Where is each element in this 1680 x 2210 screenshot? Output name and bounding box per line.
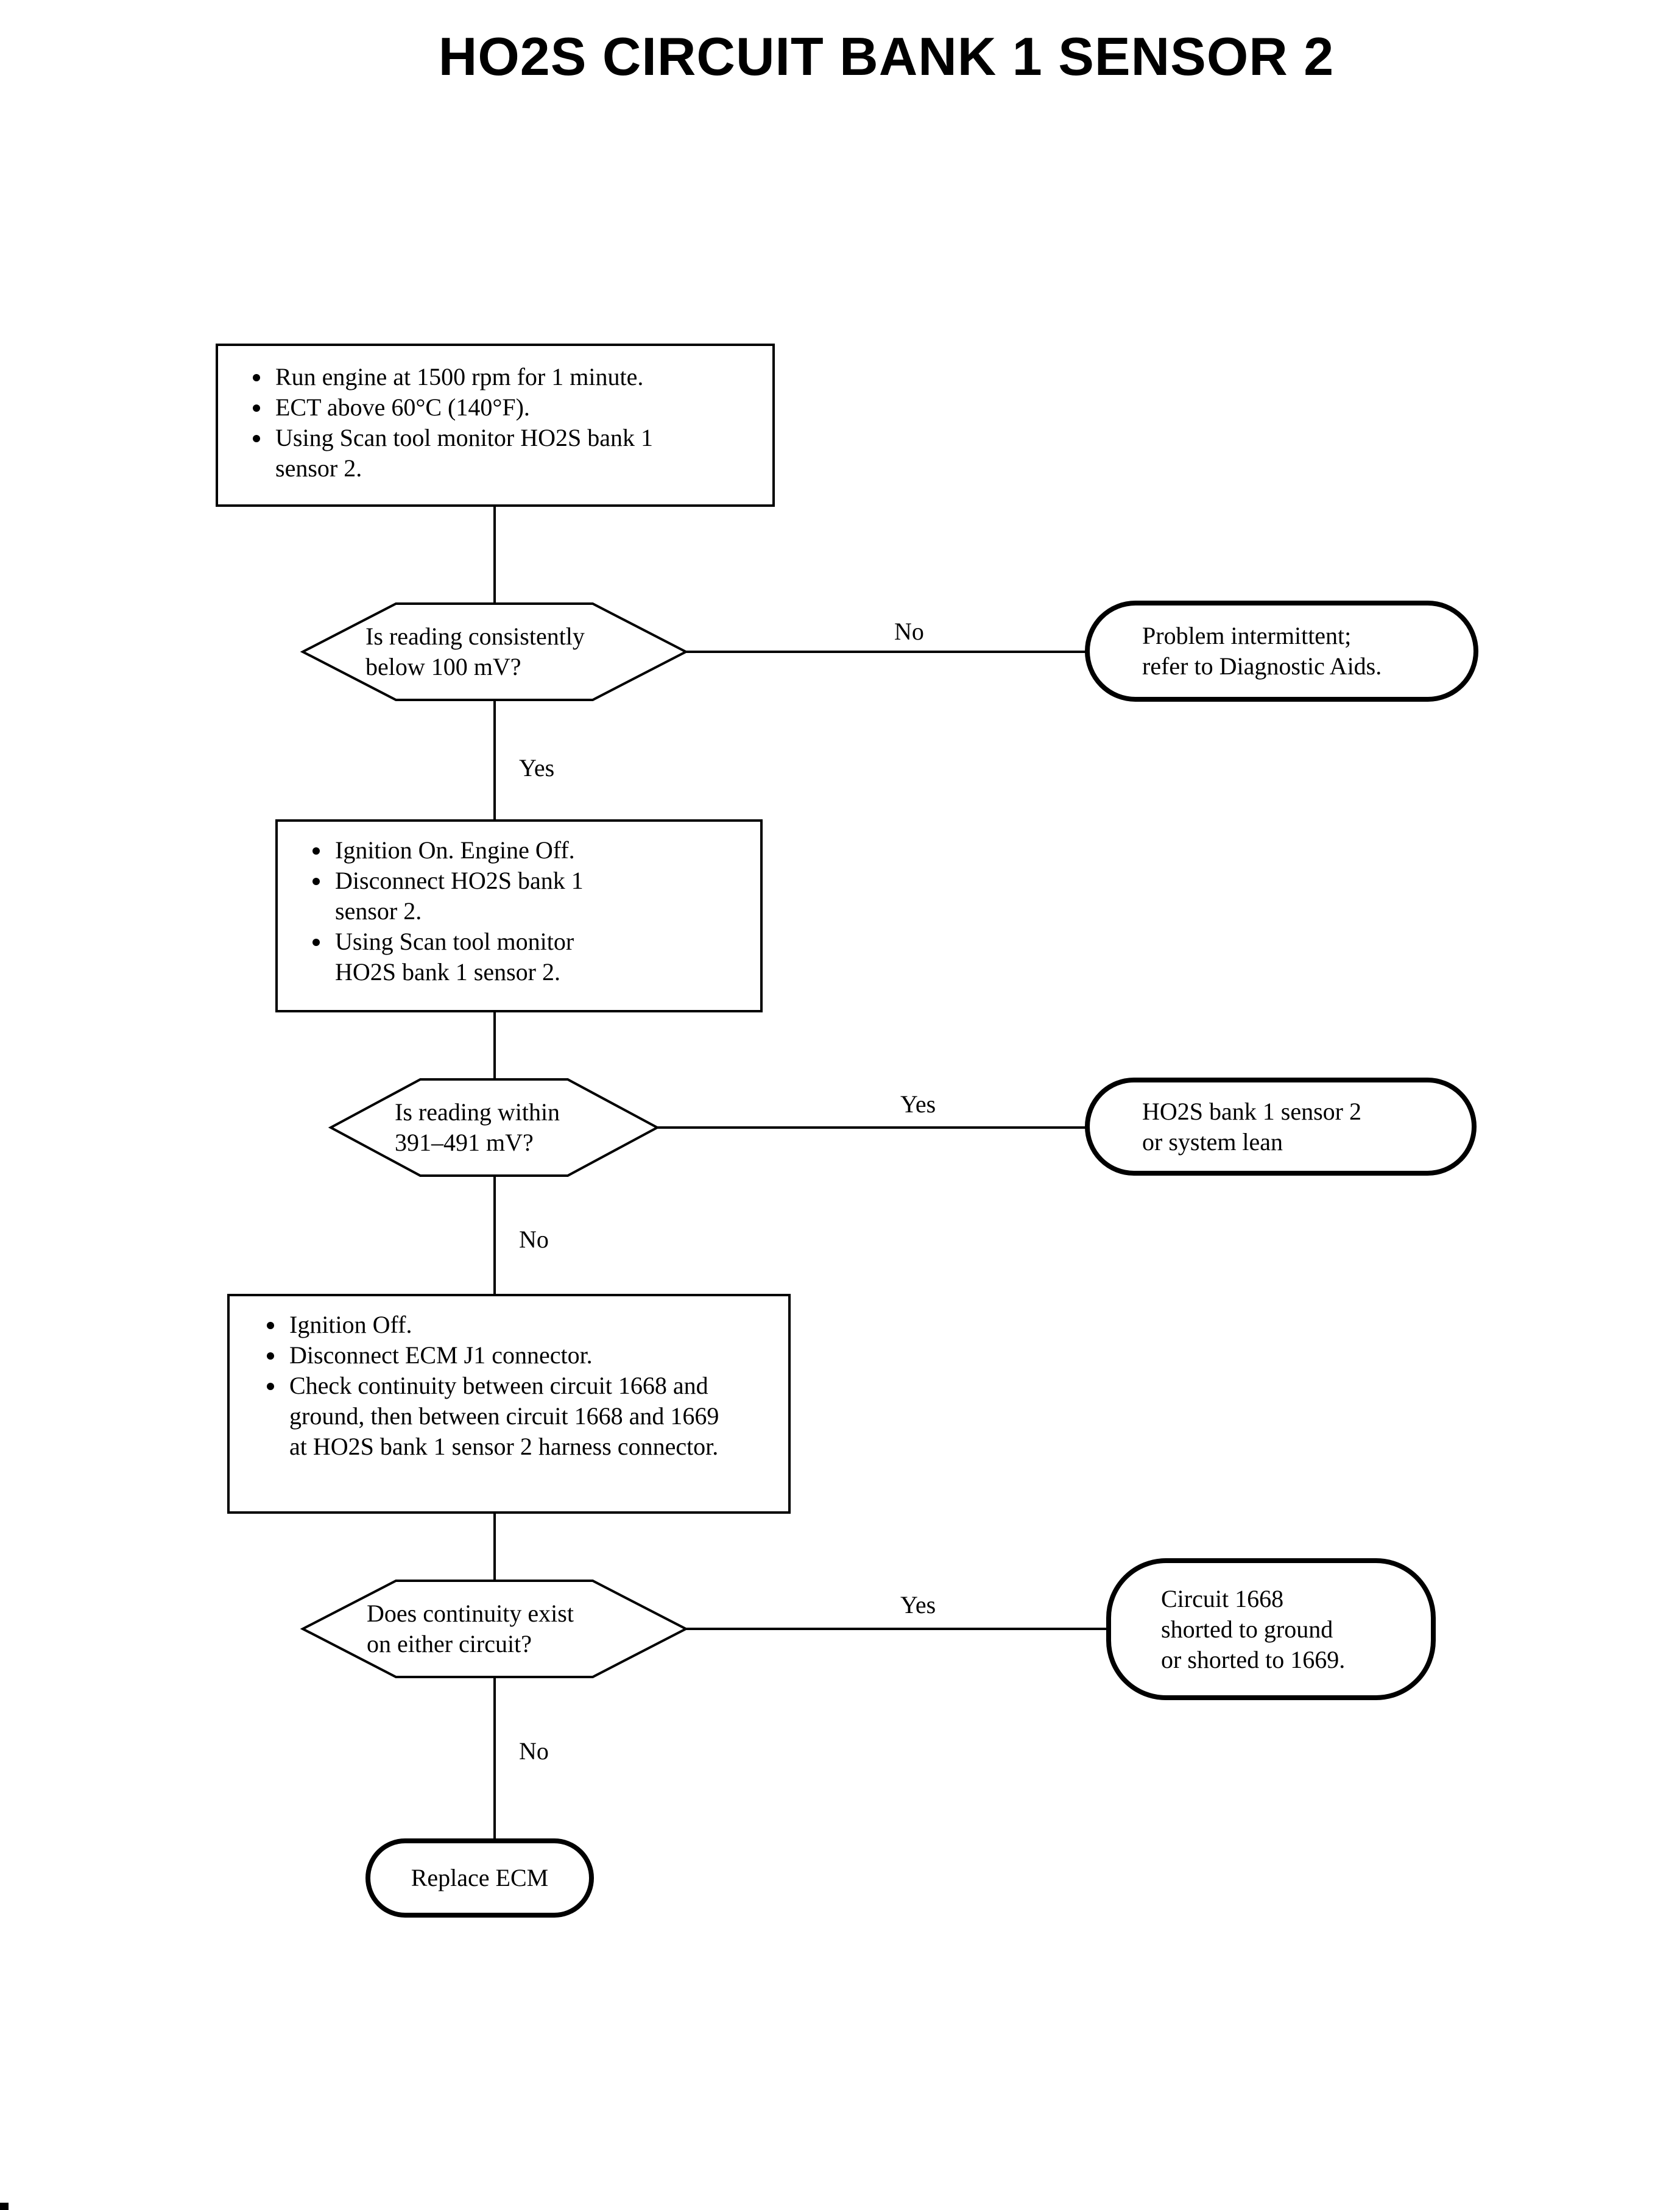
final-action-terminal: Replace ECM [365,1838,594,1918]
decision2-line: Is reading within [395,1098,560,1126]
page-corner-mark [0,2203,9,2210]
decision1-no-label: No [894,618,924,645]
result3-line: shorted to ground [1161,1615,1333,1643]
decision3-text: Does continuity exist on either circuit? [367,1581,647,1677]
step3-bullet: Disconnect ECM J1 connector. [286,1340,724,1371]
decision3-yes-label: Yes [900,1591,936,1619]
step1-box: Run engine at 1500 rpm for 1 minute. ECT… [216,344,775,507]
step3-box: Ignition Off. Disconnect ECM J1 connecto… [227,1294,791,1514]
step3-bullet-list: Ignition Off. Disconnect ECM J1 connecto… [230,1296,724,1462]
decision2-line: 391–491 mV? [395,1129,534,1156]
decision1-yes-label: Yes [519,754,555,782]
step1-bullet: Run engine at 1500 rpm for 1 minute. [272,362,692,392]
step2-bullet-list: Ignition On. Engine Off. Disconnect HO2S… [278,822,624,987]
result3-terminal: Circuit 1668 shorted to ground or shorte… [1106,1558,1436,1700]
decision1-text: Is reading consistently below 100 mV? [365,604,646,700]
step2-bullet: Disconnect HO2S bank 1 sensor 2. [331,866,624,927]
decision1-line: Is reading consistently [365,623,585,650]
decision2-hexagon [328,1078,660,1177]
decision3-hexagon [300,1580,689,1678]
final-action-label: Replace ECM [411,1864,549,1891]
step1-bullet-list: Run engine at 1500 rpm for 1 minute. ECT… [218,346,692,484]
decision2-yes-label: Yes [900,1090,936,1118]
step2-box: Ignition On. Engine Off. Disconnect HO2S… [275,819,763,1012]
step3-bullet: Ignition Off. [286,1310,724,1340]
step1-bullet: Using Scan tool monitor HO2S bank 1 sens… [272,423,692,484]
result1-line: Problem intermittent; [1142,622,1352,649]
decision3-line: Does continuity exist [367,1600,574,1627]
decision2-text: Is reading within 391–491 mV? [395,1079,638,1176]
step2-bullet: Using Scan tool monitor HO2S bank 1 sens… [331,927,624,987]
decision1-line: below 100 mV? [365,653,521,680]
result3-line: or shorted to 1669. [1161,1645,1346,1673]
step2-bullet: Ignition On. Engine Off. [331,835,624,866]
decision3-no-label: No [519,1737,549,1765]
decision1-hexagon [300,602,689,701]
result1-line: refer to Diagnostic Aids. [1142,652,1382,680]
result3-line: Circuit 1668 [1161,1584,1284,1612]
step1-bullet: ECT above 60°C (140°F). [272,392,692,423]
result1-terminal: Problem intermittent; refer to Diagnosti… [1085,601,1478,702]
decision3-line: on either circuit? [367,1630,532,1658]
step3-bullet: Check continuity between circuit 1668 an… [286,1371,724,1462]
result2-terminal: HO2S bank 1 sensor 2 or system lean [1085,1078,1477,1176]
result2-line: or system lean [1142,1128,1283,1156]
page-title: HO2S CIRCUIT BANK 1 SENSOR 2 [438,26,1335,86]
decision2-no-label: No [519,1226,549,1253]
result2-line: HO2S bank 1 sensor 2 [1142,1097,1361,1125]
